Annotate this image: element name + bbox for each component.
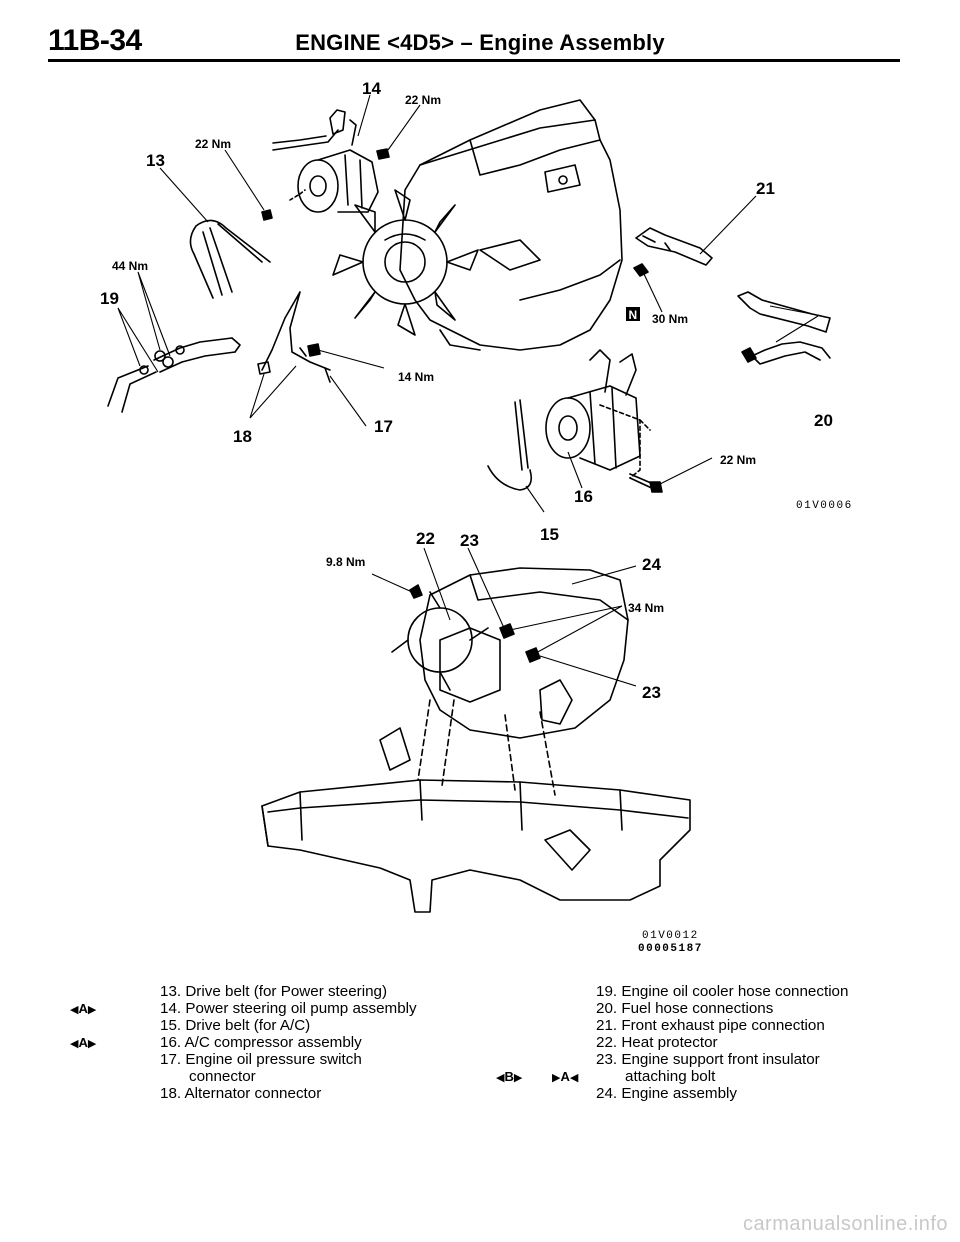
service-mark-a-24: ▶A◀ (552, 1069, 579, 1084)
n-mark-box (626, 307, 640, 321)
legend-item: 21. Front exhaust pipe connection (596, 1017, 825, 1034)
torque-22: 9.8 Nm (326, 555, 365, 569)
legend-left: 13. Drive belt (for Power steering) 14. … (160, 983, 417, 1102)
legend-item: 17. Engine oil pressure switch (160, 1051, 362, 1068)
callout-23-bottom: 23 (642, 683, 661, 702)
callout-17: 17 (374, 417, 393, 436)
callout-18: 18 (233, 427, 252, 446)
drive-belt-13-illustration (189, 219, 271, 299)
n-mark: N (629, 308, 638, 322)
callout-13: 13 (146, 151, 165, 170)
torque-16: 22 Nm (720, 453, 756, 467)
torque-17: 14 Nm (398, 370, 434, 384)
figure2-code-1: 01V0012 (642, 930, 699, 942)
service-mark-a-14: ◀A▶ (70, 1001, 97, 1016)
legend-item: 13. Drive belt (for Power steering) (160, 983, 388, 1000)
legend-item: 18. Alternator connector (160, 1085, 322, 1102)
torque-13: 22 Nm (195, 137, 231, 151)
callout-20: 20 (814, 411, 833, 430)
torque-21: 30 Nm (652, 312, 688, 326)
legend-item: 24. Engine assembly (596, 1085, 737, 1102)
callout-19: 19 (100, 289, 119, 308)
legend-item: 20. Fuel hose connections (596, 1000, 774, 1017)
engine-block-illustration (399, 99, 623, 351)
alternator-harness-illustration (257, 291, 331, 383)
callout-23-top: 23 (460, 531, 479, 550)
oil-cooler-hoses-illustration (107, 337, 241, 413)
service-mark-b-24: ◀B▶ (496, 1069, 523, 1084)
legend-item: 23. Engine support front insulator (596, 1051, 820, 1068)
callout-14: 14 (362, 79, 381, 98)
legend-item-continued: attaching bolt (625, 1068, 716, 1085)
torque-23: 34 Nm (628, 601, 664, 615)
legend-item-continued: connector (189, 1068, 256, 1085)
torque-19: 44 Nm (112, 259, 148, 273)
legend-item: 14. Power steering oil pump assembly (160, 1000, 417, 1017)
header-rule (48, 59, 900, 62)
legend-item: 19. Engine oil cooler hose connection (596, 983, 849, 1000)
engine-diagram: 14 22 Nm 22 Nm 13 21 44 Nm 19 N 30 Nm 14… (100, 79, 853, 955)
callout-21: 21 (756, 179, 775, 198)
legend-item: 16. A/C compressor assembly (160, 1034, 362, 1051)
figure1-code: 01V0006 (796, 500, 853, 512)
callout-16: 16 (574, 487, 593, 506)
drive-belt-15-illustration (487, 399, 533, 491)
torque-14: 22 Nm (405, 93, 441, 107)
legend-item: 15. Drive belt (for A/C) (160, 1017, 311, 1034)
service-mark-a-16: ◀A▶ (70, 1035, 97, 1050)
callout-24: 24 (642, 555, 661, 574)
engine-assembly-illustration (391, 567, 629, 739)
crossmember-illustration (261, 699, 691, 913)
legend-right: 19. Engine oil cooler hose connection 20… (596, 983, 848, 1102)
callout-15: 15 (540, 525, 559, 544)
footer-watermark[interactable]: carmanualsonline.info (742, 1213, 948, 1235)
legend-item: 22. Heat protector (596, 1034, 718, 1051)
callout-22: 22 (416, 529, 435, 548)
power-steering-pump-illustration (272, 109, 379, 213)
exhaust-bracket-illustration (633, 227, 713, 277)
page-number: 11B-34 (48, 24, 142, 57)
fuel-hoses-illustration (737, 291, 831, 365)
ac-compressor-illustration (545, 349, 651, 479)
page-title: ENGINE <4D5> – Engine Assembly (295, 30, 665, 55)
figure2-code-2: 00005187 (638, 943, 703, 955)
cooling-fan-illustration (332, 189, 479, 336)
